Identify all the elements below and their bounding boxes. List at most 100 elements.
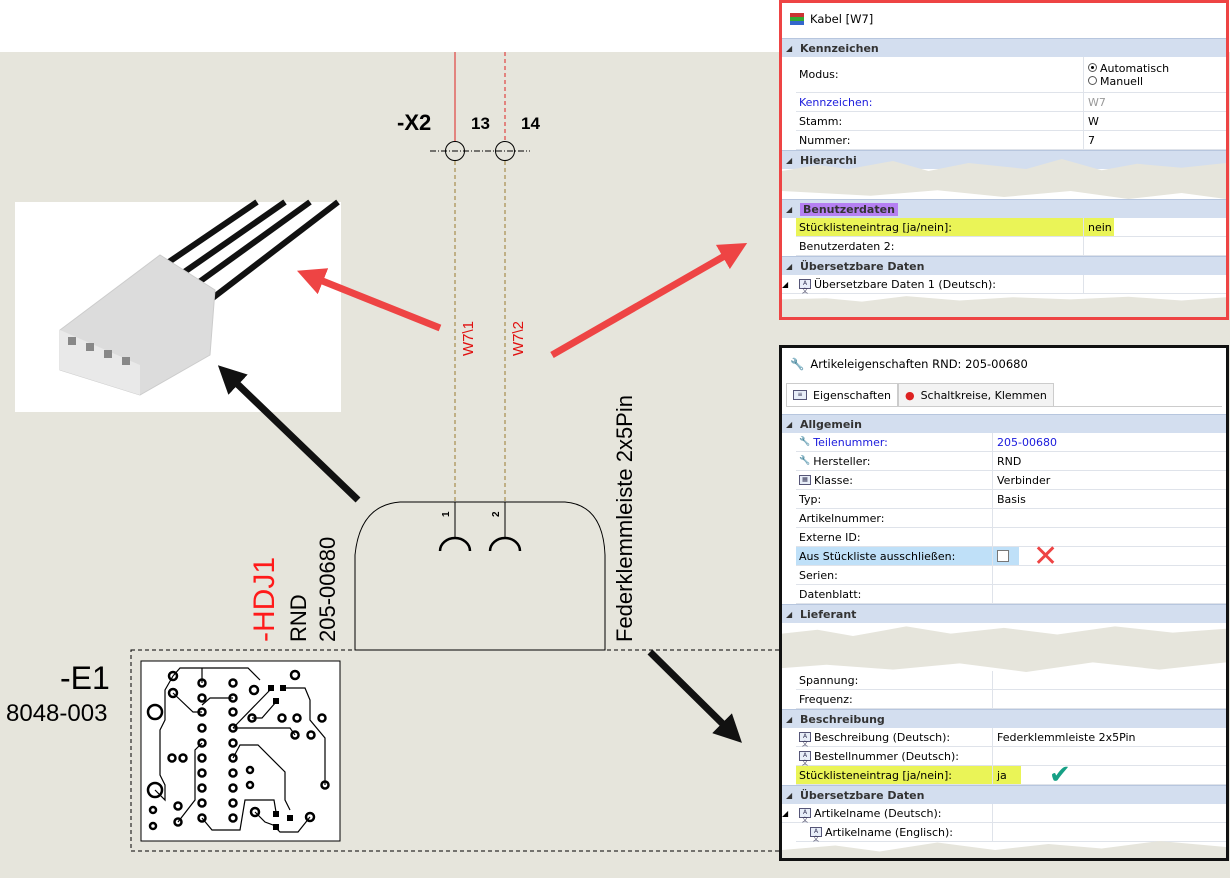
translate-icon: A文 xyxy=(799,751,811,767)
row-teilenummer[interactable]: 🔧Teilenummer:205-00680 xyxy=(796,433,1226,452)
group-uebersetzbare-daten[interactable]: ◢ Übersetzbare Daten xyxy=(782,785,1226,804)
row-stuecklisteneintrag[interactable]: Stücklisteneintrag [ja/nein]:nein xyxy=(796,218,1226,237)
row-value[interactable]: W7 xyxy=(1088,95,1106,109)
row-label: Artikelname (Englisch): xyxy=(825,825,953,839)
row-value[interactable]: W xyxy=(1088,114,1099,128)
radio-manuell[interactable]: Manuell xyxy=(1088,75,1143,88)
row-value[interactable] xyxy=(993,585,997,603)
group-allgemein[interactable]: ◢Allgemein xyxy=(782,414,1226,433)
row-label: Spannung: xyxy=(796,671,993,689)
group-label: Kennzeichen xyxy=(800,41,879,55)
row-label: Externe ID: xyxy=(796,528,993,546)
row-label: Frequenz: xyxy=(796,690,993,708)
row-value[interactable] xyxy=(993,747,997,765)
row-value[interactable] xyxy=(993,690,997,708)
collapse-icon[interactable]: ◢ xyxy=(786,155,793,165)
collapse-icon[interactable]: ◢ xyxy=(786,714,793,724)
radio-checked-icon xyxy=(1088,62,1097,72)
red-arrow-to-photo xyxy=(297,268,442,332)
row-benutzerdaten-2[interactable]: Benutzerdaten 2: xyxy=(796,237,1226,256)
row-value[interactable]: RND xyxy=(997,454,1022,468)
row-frequenz[interactable]: Frequenz: xyxy=(796,690,1226,709)
pin-1-socket xyxy=(438,536,472,552)
translate-icon: A文 xyxy=(810,827,822,843)
row-artikelnummer[interactable]: Artikelnummer: xyxy=(796,509,1226,528)
row-spannung[interactable]: Spannung: xyxy=(796,671,1226,690)
collapse-icon[interactable]: ◢ xyxy=(786,419,793,429)
collapse-icon[interactable]: ◢ xyxy=(782,808,789,818)
pcb-layout[interactable] xyxy=(140,660,341,842)
radio-automatisch[interactable]: Automatisch xyxy=(1088,62,1169,75)
tab-schaltkreise-klemmen[interactable]: ●Schaltkreise, Klemmen xyxy=(897,383,1054,406)
collapse-icon[interactable]: ◢ xyxy=(786,790,793,800)
row-nummer[interactable]: Nummer: 7 xyxy=(796,131,1226,150)
terminal-13[interactable] xyxy=(445,141,465,161)
group-label: Übersetzbare Daten xyxy=(800,788,925,802)
row-value[interactable]: Basis xyxy=(997,492,1026,506)
row-value[interactable]: Federklemmleiste 2x5Pin xyxy=(997,730,1136,744)
row-label: Nummer: xyxy=(796,131,1084,149)
row-label: Aus Stückliste ausschließen: xyxy=(796,547,993,565)
connector-symbol[interactable] xyxy=(354,501,606,651)
group-label: Beschreibung xyxy=(800,712,885,726)
red-arrow-to-cable-panel xyxy=(550,243,748,359)
wire-label-1: W7\1 xyxy=(460,320,477,356)
row-value[interactable]: 205-00680 xyxy=(997,435,1057,449)
group-uebersetzbare-daten[interactable]: ◢Übersetzbare Daten xyxy=(782,256,1226,275)
panel-title-bar: Kabel [W7] xyxy=(782,3,1226,35)
collapse-icon[interactable]: ◢ xyxy=(782,279,789,289)
group-beschreibung[interactable]: ◢ Beschreibung xyxy=(782,709,1226,728)
article-panel-title: Artikeleigenschaften RND: 205-00680 xyxy=(810,357,1028,371)
row-stamm[interactable]: Stamm:W xyxy=(796,112,1226,131)
article-properties-panel: 🔧 Artikeleigenschaften RND: 205-00680 ≡E… xyxy=(779,345,1229,861)
green-check-icon: ✔ xyxy=(1049,760,1071,790)
group-benutzerdaten[interactable]: ◢ Benutzerdaten xyxy=(782,199,1226,218)
row-typ[interactable]: Typ: Basis xyxy=(796,490,1226,509)
connector-part-number: 205-00680 xyxy=(315,536,340,642)
wrench-icon: 🔧 xyxy=(799,437,811,447)
row-value[interactable] xyxy=(993,509,997,527)
row-serien[interactable]: Serien: xyxy=(796,566,1226,585)
collapse-icon[interactable]: ◢ xyxy=(786,204,793,214)
row-klasse[interactable]: ▦Klasse:Verbinder xyxy=(796,471,1226,490)
row-value[interactable] xyxy=(993,566,997,584)
collapse-icon[interactable]: ◢ xyxy=(786,261,793,271)
group-lieferant[interactable]: ◢Lieferant xyxy=(782,604,1226,623)
row-value[interactable] xyxy=(993,823,997,841)
row-modus: Modus: Automatisch Manuell xyxy=(796,57,1226,93)
row-label: Serien: xyxy=(796,566,993,584)
exclude-checkbox[interactable] xyxy=(997,550,1009,562)
group-label: Benutzerdaten xyxy=(800,202,898,216)
translate-icon: A文 xyxy=(799,808,811,824)
row-value[interactable] xyxy=(993,671,997,689)
row-kennzeichen[interactable]: Kennzeichen:W7 xyxy=(796,93,1226,112)
row-stuecklisteneintrag[interactable]: Stücklisteneintrag [ja/nein]:ja✔ xyxy=(796,760,1226,790)
tab-eigenschaften[interactable]: ≡Eigenschaften xyxy=(786,383,898,406)
row-value[interactable]: ja xyxy=(993,766,1021,784)
row-externe-id[interactable]: Externe ID: xyxy=(796,528,1226,547)
row-datenblatt[interactable]: Datenblatt: xyxy=(796,585,1226,604)
row-hersteller[interactable]: 🔧Hersteller:RND xyxy=(796,452,1226,471)
connector-ref: -HDJ1 xyxy=(248,556,281,642)
row-value[interactable]: 7 xyxy=(1088,133,1095,147)
collapse-icon[interactable]: ◢ xyxy=(786,43,793,53)
row-value[interactable] xyxy=(993,804,997,822)
row-value[interactable]: nein xyxy=(1084,218,1114,236)
terminal-ref: -X2 xyxy=(397,110,432,135)
connector-pin-1: 1 xyxy=(441,511,452,517)
terminal-14[interactable] xyxy=(495,141,515,161)
radio-label: Manuell xyxy=(1100,74,1144,88)
row-value[interactable] xyxy=(1084,237,1088,255)
row-value[interactable]: Verbinder xyxy=(997,473,1051,487)
collapse-icon[interactable]: ◢ xyxy=(786,609,793,619)
translate-icon: A文 xyxy=(799,732,811,748)
row-value[interactable] xyxy=(993,528,997,546)
row-label: Typ: xyxy=(796,490,993,508)
group-kennzeichen[interactable]: ◢ Kennzeichen xyxy=(782,38,1226,57)
row-aus-stueckliste-ausschliessen[interactable]: Aus Stückliste ausschließen:✕ xyxy=(796,542,1226,572)
